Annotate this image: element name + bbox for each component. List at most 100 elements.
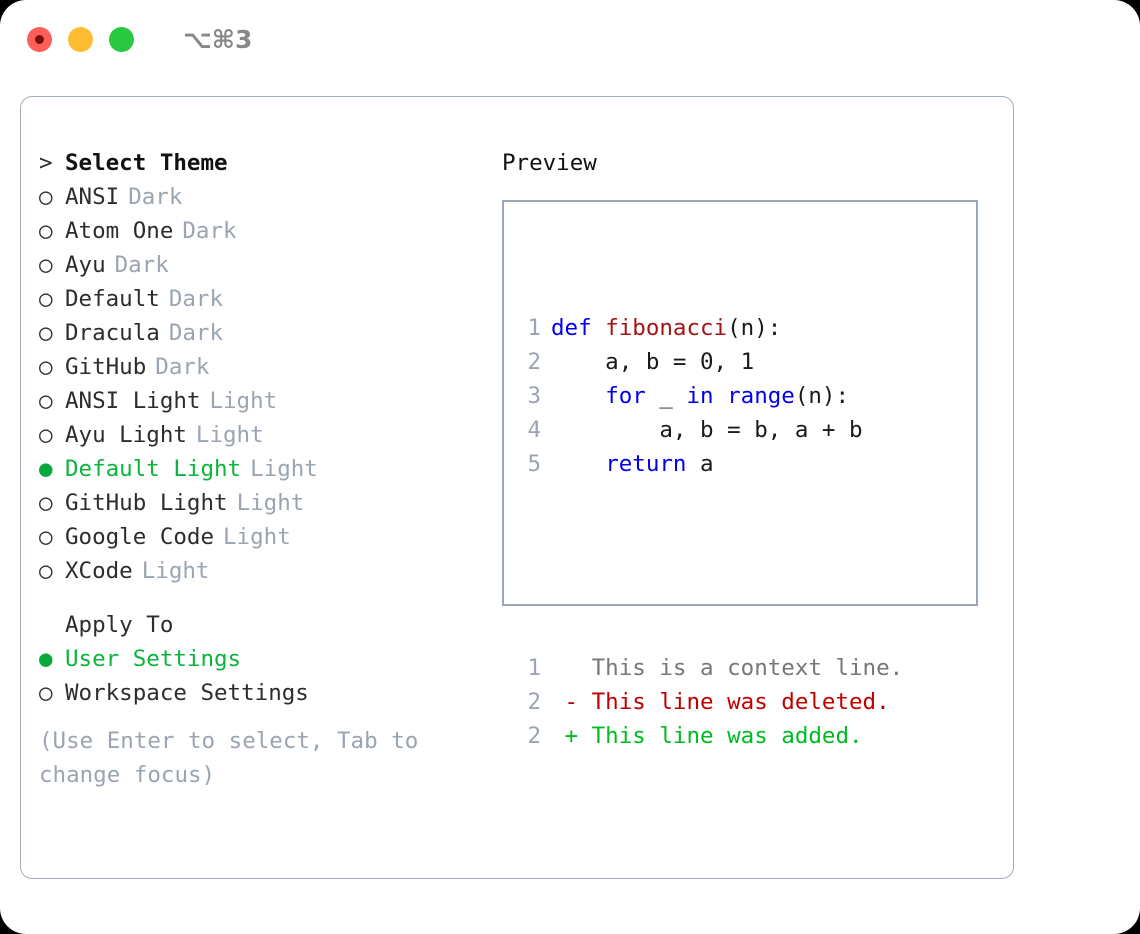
line-number: 2 [527, 723, 541, 749]
theme-option-google-code[interactable]: ○ Google Code Light [39, 520, 479, 554]
diff-line: 2 - This line was deleted. [517, 685, 903, 719]
maximize-button[interactable] [109, 26, 134, 52]
radio-unselected-icon: ○ [39, 286, 53, 312]
theme-variant-badge: Light [236, 490, 305, 516]
radio-selected-icon: ● [39, 646, 53, 672]
code-token: (n): [727, 315, 782, 341]
line-number: 3 [527, 383, 541, 409]
code-line: 3 for _ in range(n): [517, 379, 903, 413]
line-number: 2 [527, 349, 541, 375]
radio-unselected-icon: ○ [39, 320, 53, 346]
theme-option-dracula[interactable]: ○ Dracula Dark [39, 316, 479, 350]
diff-line: 1 This is a context line. [517, 651, 903, 685]
theme-option-label: Default [65, 286, 160, 312]
code-token: _ [645, 383, 687, 409]
theme-variant-badge: Dark [155, 354, 210, 380]
apply-to-option-workspace-settings[interactable]: ○ Workspace Settings [39, 676, 479, 710]
code-token: (n): [794, 383, 850, 409]
theme-option-default-light[interactable]: ● Default Light Light [39, 452, 479, 486]
code-token: for [605, 383, 646, 409]
apply-to-option-user-settings[interactable]: ● User Settings [39, 642, 479, 676]
line-number: 1 [527, 655, 541, 681]
theme-variant-badge: Light [250, 456, 318, 482]
theme-option-label: Default Light [65, 456, 242, 482]
theme-option-atom-one[interactable]: ○ Atom One Dark [39, 214, 479, 248]
apply-to-option-label: Workspace Settings [65, 680, 309, 706]
code-token: - This line was deleted. [551, 689, 890, 715]
code-line: 5 return a [517, 447, 903, 481]
theme-variant-badge: Dark [168, 320, 224, 346]
theme-option-label: Ayu Light [65, 422, 187, 448]
close-button[interactable] [27, 26, 52, 52]
code-token: a [686, 451, 714, 477]
theme-option-label: GitHub Light [65, 490, 228, 516]
code-token: in [686, 383, 714, 409]
radio-unselected-icon: ○ [39, 252, 53, 278]
apply-to-heading-label: Apply To [65, 612, 174, 638]
theme-variant-badge: Light [209, 388, 278, 414]
diff-sample: 1 This is a context line.2 - This line w… [517, 651, 903, 753]
code-token: fibonacci [605, 315, 728, 341]
theme-option-label: XCode [65, 558, 133, 584]
code-token [592, 311, 606, 345]
theme-option-label: Ayu [65, 252, 106, 278]
line-number: 4 [527, 417, 541, 443]
keyboard-shortcut-label: ⌥⌘3 [183, 24, 253, 54]
code-token: This is a context line. [551, 655, 904, 681]
apply-to-option-label: User Settings [65, 646, 242, 672]
diff-line: 2 + This line was added. [517, 719, 903, 753]
theme-option-default[interactable]: ○ Default Dark [39, 282, 479, 316]
theme-variant-badge: Dark [168, 286, 224, 312]
apply-to-list: ● User Settings ○ Workspace Settings [39, 642, 479, 710]
prompt-caret-icon: > [39, 150, 53, 176]
line-number: 5 [527, 451, 541, 477]
theme-option-ansi-light[interactable]: ○ ANSI Light Light [39, 384, 479, 418]
theme-option-github-light[interactable]: ○ GitHub Light Light [39, 486, 479, 520]
code-line: 2 a, b = 0, 1 [517, 345, 903, 379]
apply-to-heading: Apply To [39, 608, 479, 642]
code-token: return [605, 451, 687, 477]
radio-unselected-icon: ○ [39, 218, 53, 244]
code-token: a, b = 0, 1 [551, 349, 755, 375]
radio-selected-icon: ● [39, 456, 53, 482]
theme-variant-badge: Dark [128, 184, 183, 210]
theme-option-label: Atom One [65, 218, 174, 244]
theme-option-label: Google Code [65, 524, 215, 550]
radio-unselected-icon: ○ [39, 524, 53, 550]
theme-variant-badge: Light [223, 524, 291, 550]
theme-variant-badge: Dark [114, 252, 169, 278]
theme-option-ayu[interactable]: ○ Ayu Dark [39, 248, 479, 282]
minimize-button[interactable] [68, 26, 93, 52]
radio-unselected-icon: ○ [39, 558, 53, 584]
theme-option-xcode[interactable]: ○ XCode Light [39, 554, 479, 588]
radio-unselected-icon: ○ [39, 184, 53, 210]
theme-variant-badge: Dark [182, 218, 237, 244]
window-controls [27, 26, 134, 52]
theme-option-label: GitHub [65, 354, 147, 380]
keyboard-hint-text: (Use Enter to select, Tab to change focu… [39, 728, 419, 788]
preview-title: Preview [502, 150, 597, 176]
radio-unselected-icon: ○ [39, 490, 53, 516]
radio-unselected-icon: ○ [39, 680, 53, 706]
line-number: 1 [527, 315, 541, 341]
radio-unselected-icon: ○ [39, 388, 53, 414]
code-spacer [517, 549, 903, 583]
theme-option-label: ANSI Light [65, 388, 201, 414]
code-token [714, 379, 728, 413]
code-token: + This line was added. [551, 723, 863, 749]
code-token [551, 447, 605, 481]
theme-option-label: Dracula [65, 320, 160, 346]
select-theme-heading-label: Select Theme [65, 150, 228, 176]
theme-variant-badge: Light [141, 558, 210, 584]
